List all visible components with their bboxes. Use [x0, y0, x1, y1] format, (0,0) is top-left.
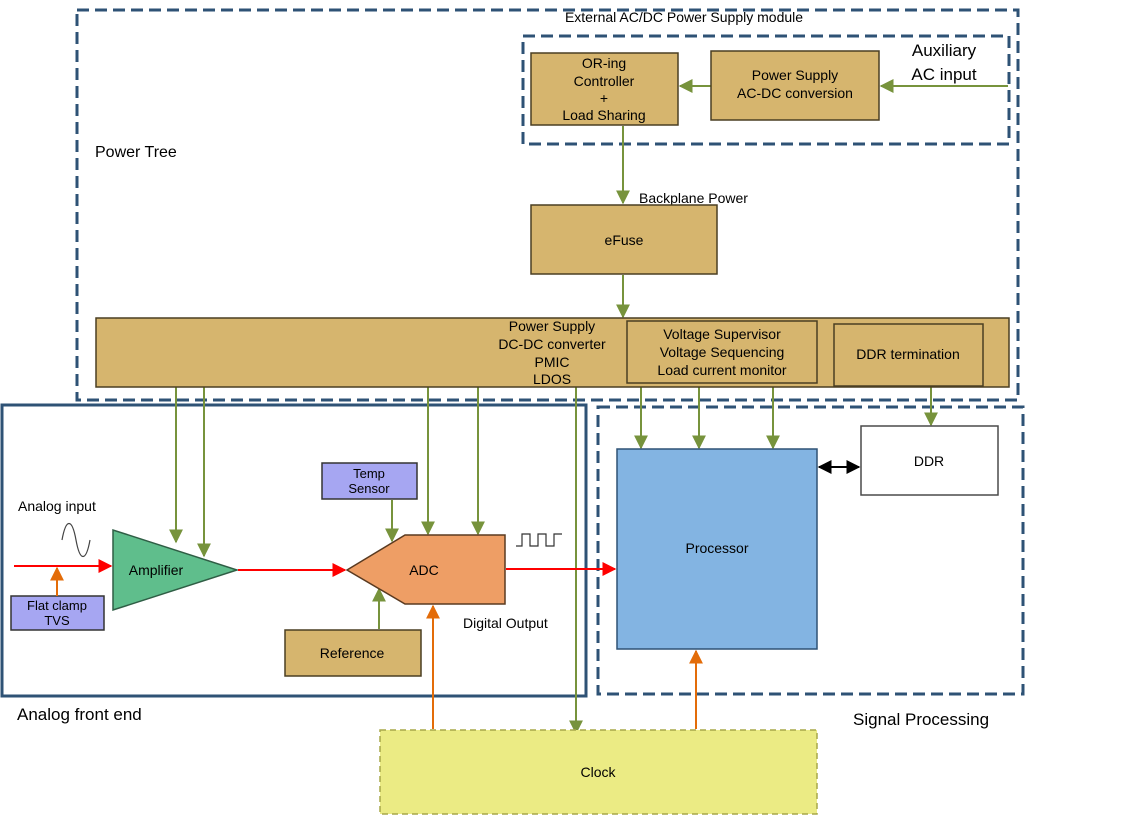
- analog-front-end-border: [0, 403, 588, 698]
- external-module-label: External AC/DC Power Supply module: [565, 9, 803, 25]
- amplifier-label: Amplifier: [129, 562, 184, 578]
- ddr-termination-block: DDR termination: [833, 323, 984, 387]
- processor-label: Processor: [685, 540, 748, 556]
- supervisor-line-1: Voltage Supervisor: [663, 326, 781, 342]
- external-module-border: [75, 8, 1020, 402]
- analog-front-end-label: Analog front end: [17, 705, 142, 724]
- efuse-block: eFuse: [530, 204, 718, 275]
- square-wave-icon: [516, 533, 562, 547]
- flat-clamp-block: Flat clamp TVS: [10, 595, 105, 631]
- signal-processing-border: [596, 405, 1025, 696]
- sine-wave-icon: [61, 522, 91, 558]
- oring-controller-block: OR-ing Controller + Load Sharing: [530, 52, 679, 126]
- clock-label: Clock: [580, 764, 616, 780]
- dcdc-line-3: PMIC: [535, 354, 570, 370]
- auxiliary-label: Auxiliary: [912, 41, 977, 60]
- ddr-block: DDR: [860, 425, 999, 496]
- reference-block: Reference: [284, 629, 422, 677]
- ac-dc-supply-block: Power Supply AC-DC conversion: [710, 50, 880, 121]
- clock-arrows: [50, 566, 703, 729]
- temp-sensor-line-2: Sensor: [348, 481, 390, 496]
- acdc-line-2: AC-DC conversion: [737, 85, 853, 101]
- dcdc-line-4: LDOS: [533, 371, 571, 387]
- ac-input-label: AC input: [911, 65, 976, 84]
- flat-clamp-line-2: TVS: [44, 613, 70, 628]
- oring-line-4: Load Sharing: [562, 107, 645, 123]
- power-tree-label: Power Tree: [95, 144, 177, 161]
- backplane-power-label: Backplane Power: [639, 190, 748, 206]
- power-arrows: [169, 79, 1008, 735]
- ddr-termination-label: DDR termination: [856, 346, 959, 362]
- adc-block: ADC: [345, 534, 506, 605]
- oring-line-1: OR-ing: [582, 55, 626, 71]
- oring-line-2: Controller: [574, 73, 635, 89]
- amplifier-block: Amplifier: [112, 528, 240, 612]
- auxiliary-input-border: [521, 34, 1011, 146]
- ddr-label: DDR: [914, 453, 944, 469]
- oring-line-3: +: [600, 90, 608, 106]
- reference-label: Reference: [320, 645, 385, 661]
- temp-sensor-line-1: Temp: [353, 466, 385, 481]
- signal-processing-label: Signal Processing: [853, 710, 989, 729]
- acdc-line-1: Power Supply: [752, 67, 838, 83]
- dcdc-line-1: Power Supply: [509, 318, 595, 334]
- flat-clamp-line-1: Flat clamp: [27, 598, 87, 613]
- temp-sensor-block: Temp Sensor: [321, 462, 418, 500]
- supervisor-line-3: Load current monitor: [657, 362, 787, 378]
- supervisor-line-2: Voltage Sequencing: [660, 344, 785, 360]
- adc-label: ADC: [409, 562, 439, 578]
- processor-block: Processor: [616, 448, 818, 650]
- digital-output-label: Digital Output: [463, 615, 548, 631]
- signal-arrows: [14, 559, 617, 577]
- efuse-label: eFuse: [605, 232, 644, 248]
- voltage-supervisor-block: Voltage Supervisor Voltage Sequencing Lo…: [626, 320, 818, 384]
- analog-input-label: Analog input: [18, 498, 96, 514]
- clock-block: Clock: [379, 729, 818, 815]
- dcdc-line-2: DC-DC converter: [498, 336, 606, 352]
